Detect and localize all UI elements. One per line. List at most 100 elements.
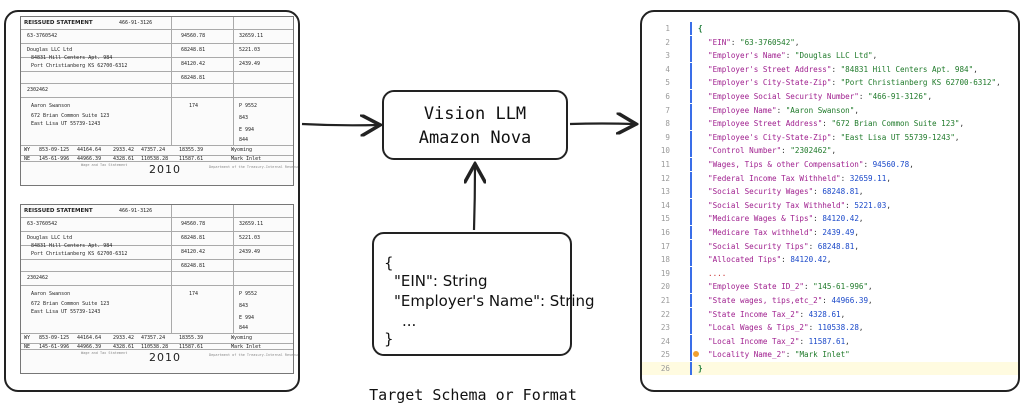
w2-state-cell: 44966.39 [77, 344, 102, 350]
json-token-key: "Employee State ID_2" [708, 282, 805, 292]
code-text: "Employee Street Address": "672 Brian Co… [708, 117, 964, 130]
code-line: 13"Social Security Wages": 68248.81, [642, 185, 1018, 199]
json-token-punc: , [886, 173, 891, 183]
w2-state-cell: 18355.39 [179, 147, 204, 153]
w2-wages: 94560.78 [181, 221, 206, 227]
json-token-key: "Local Income Tax_2" [708, 336, 800, 346]
code-line: 1{ [642, 22, 1018, 35]
gutter-guide [690, 158, 692, 171]
form-divider [21, 43, 293, 44]
gutter-guide [690, 185, 692, 199]
json-token-punc: : [799, 336, 809, 346]
w2-box12a: P 9552 [239, 291, 258, 297]
w2-form-title: REISSUED STATEMENT [24, 208, 93, 214]
json-token-key: "Wages, Tips & other Compensation" [708, 160, 864, 169]
json-token-key: "Employee Street Address" [708, 119, 823, 129]
line-number: 10 [660, 146, 670, 156]
w2-ss-tips: 68248.81 [181, 75, 206, 81]
form-divider [21, 231, 293, 232]
line-number: 22 [660, 309, 670, 319]
code-line: 14"Social Security Tax Withheld": 5221.0… [642, 198, 1018, 212]
gutter-guide [690, 22, 692, 35]
json-token-num: 5221.03 [854, 200, 887, 210]
json-token-key: "Medicare Wages & Tips" [708, 214, 814, 224]
json-token-punc: , [845, 336, 850, 346]
json-token-key: "Employee Social Security Number" [708, 92, 859, 101]
gutter-guide [690, 307, 692, 321]
gutter-guide [690, 90, 692, 103]
code-line: 19.... [642, 266, 1018, 280]
json-token-str: "East Lisa UT 55739-1243" [840, 132, 955, 142]
code-text: "Locality Name_2": "Mark Inlet" [708, 348, 850, 361]
json-token-str: "145-61-996" [813, 282, 869, 292]
code-text: "Control Number": "2302462", [708, 144, 836, 157]
w2-year: 2010 [149, 351, 181, 364]
code-text: "State Income Tax_2": 4328.61, [708, 308, 845, 321]
w2-ss-tax: 5221.03 [239, 47, 261, 53]
w2-medicare-tax: 2439.49 [239, 61, 261, 67]
json-token-key: "Social Security Tips" [708, 241, 809, 251]
line-number: 26 [660, 364, 670, 373]
lightbulb-icon[interactable] [693, 351, 699, 358]
json-token-brace: } [698, 364, 703, 373]
json-token-punc: : [863, 160, 873, 169]
gutter-guide [690, 171, 692, 185]
line-number: 15 [660, 214, 670, 224]
gutter-guide [690, 362, 692, 375]
w2-employer-name: Douglas LLC Ltd [27, 235, 73, 241]
json-token-punc: : [822, 119, 832, 129]
w2-ss-wages: 68248.81 [181, 47, 206, 53]
w2-state-cell: 145-61-996 [39, 344, 70, 350]
code-line: 24"Local Income Tax_2": 11587.61, [642, 334, 1018, 348]
code-text: "Wages, Tips & other Compensation": 9456… [708, 158, 914, 171]
json-token-key: "Employer's City-State-Zip" [708, 78, 832, 88]
gutter-guide [690, 117, 692, 131]
form-divider [21, 343, 293, 344]
gutter-guide [690, 253, 692, 267]
json-token-key: "Control Number" [708, 146, 782, 156]
gutter-guide [690, 144, 692, 158]
json-token-ellipsis: .... [708, 268, 727, 278]
w2-state-cell: 2933.42 [113, 335, 135, 341]
w2-wages: 94560.78 [181, 33, 206, 39]
json-token-num: 32659.11 [849, 173, 887, 183]
w2-state-cell: Wyoming [231, 147, 253, 153]
w2-state-cell: Mark Inlet [231, 156, 262, 162]
line-number: 5 [665, 78, 670, 88]
code-text: "EIN": "63-3760542", [708, 36, 799, 49]
json-token-key: "Federal Income Tax Withheld" [708, 173, 841, 183]
line-number: 9 [665, 132, 670, 142]
w2-state-cell: 853-09-125 [39, 335, 70, 341]
code-line: 2"EIN": "63-3760542", [642, 35, 1018, 49]
json-token-punc: , [973, 64, 978, 74]
line-number: 20 [660, 282, 670, 292]
code-line: 10 "Control Number": "2302462", [642, 144, 1018, 158]
arrow-schema-to-llm [474, 166, 475, 231]
schema-line-ellipsis: ... [402, 312, 417, 330]
json-token-key: "Local Wages & Tips_2" [708, 323, 809, 333]
arrow-llm-to-json [569, 124, 634, 125]
json-token-punc: , [831, 146, 837, 156]
form-divider [21, 285, 293, 286]
w2-medicare-wages: 84120.42 [181, 249, 206, 255]
w2-ein: 63-3760542 [27, 33, 58, 39]
json-token-num: 68248.81 [817, 241, 855, 251]
form-divider [21, 83, 293, 84]
w2-employee-name: Aaron Swanson [31, 291, 71, 297]
schema-line-close-brace: } [384, 330, 394, 348]
gutter-guide [690, 103, 692, 117]
gutter-guide [690, 266, 692, 280]
line-number: 1 [665, 24, 670, 33]
code-text: "Employee's City-State-Zip": "East Lisa … [708, 131, 959, 144]
w2-box12b: 843 [239, 303, 249, 309]
json-token-punc: : [776, 105, 786, 115]
json-token-str: "84831 Hill Centers Apt. 984" [840, 64, 974, 74]
form-divider [21, 259, 293, 260]
schema-line-employer-name: "Employer's Name": String [394, 292, 595, 310]
line-number: 6 [665, 92, 670, 101]
json-token-str: "2302462" [790, 146, 832, 156]
w2-box12a: P 9552 [239, 103, 258, 109]
w2-state-cell: NE [24, 156, 31, 162]
json-token-punc: : [730, 37, 741, 47]
w2-state-cell: Wyoming [231, 335, 253, 341]
